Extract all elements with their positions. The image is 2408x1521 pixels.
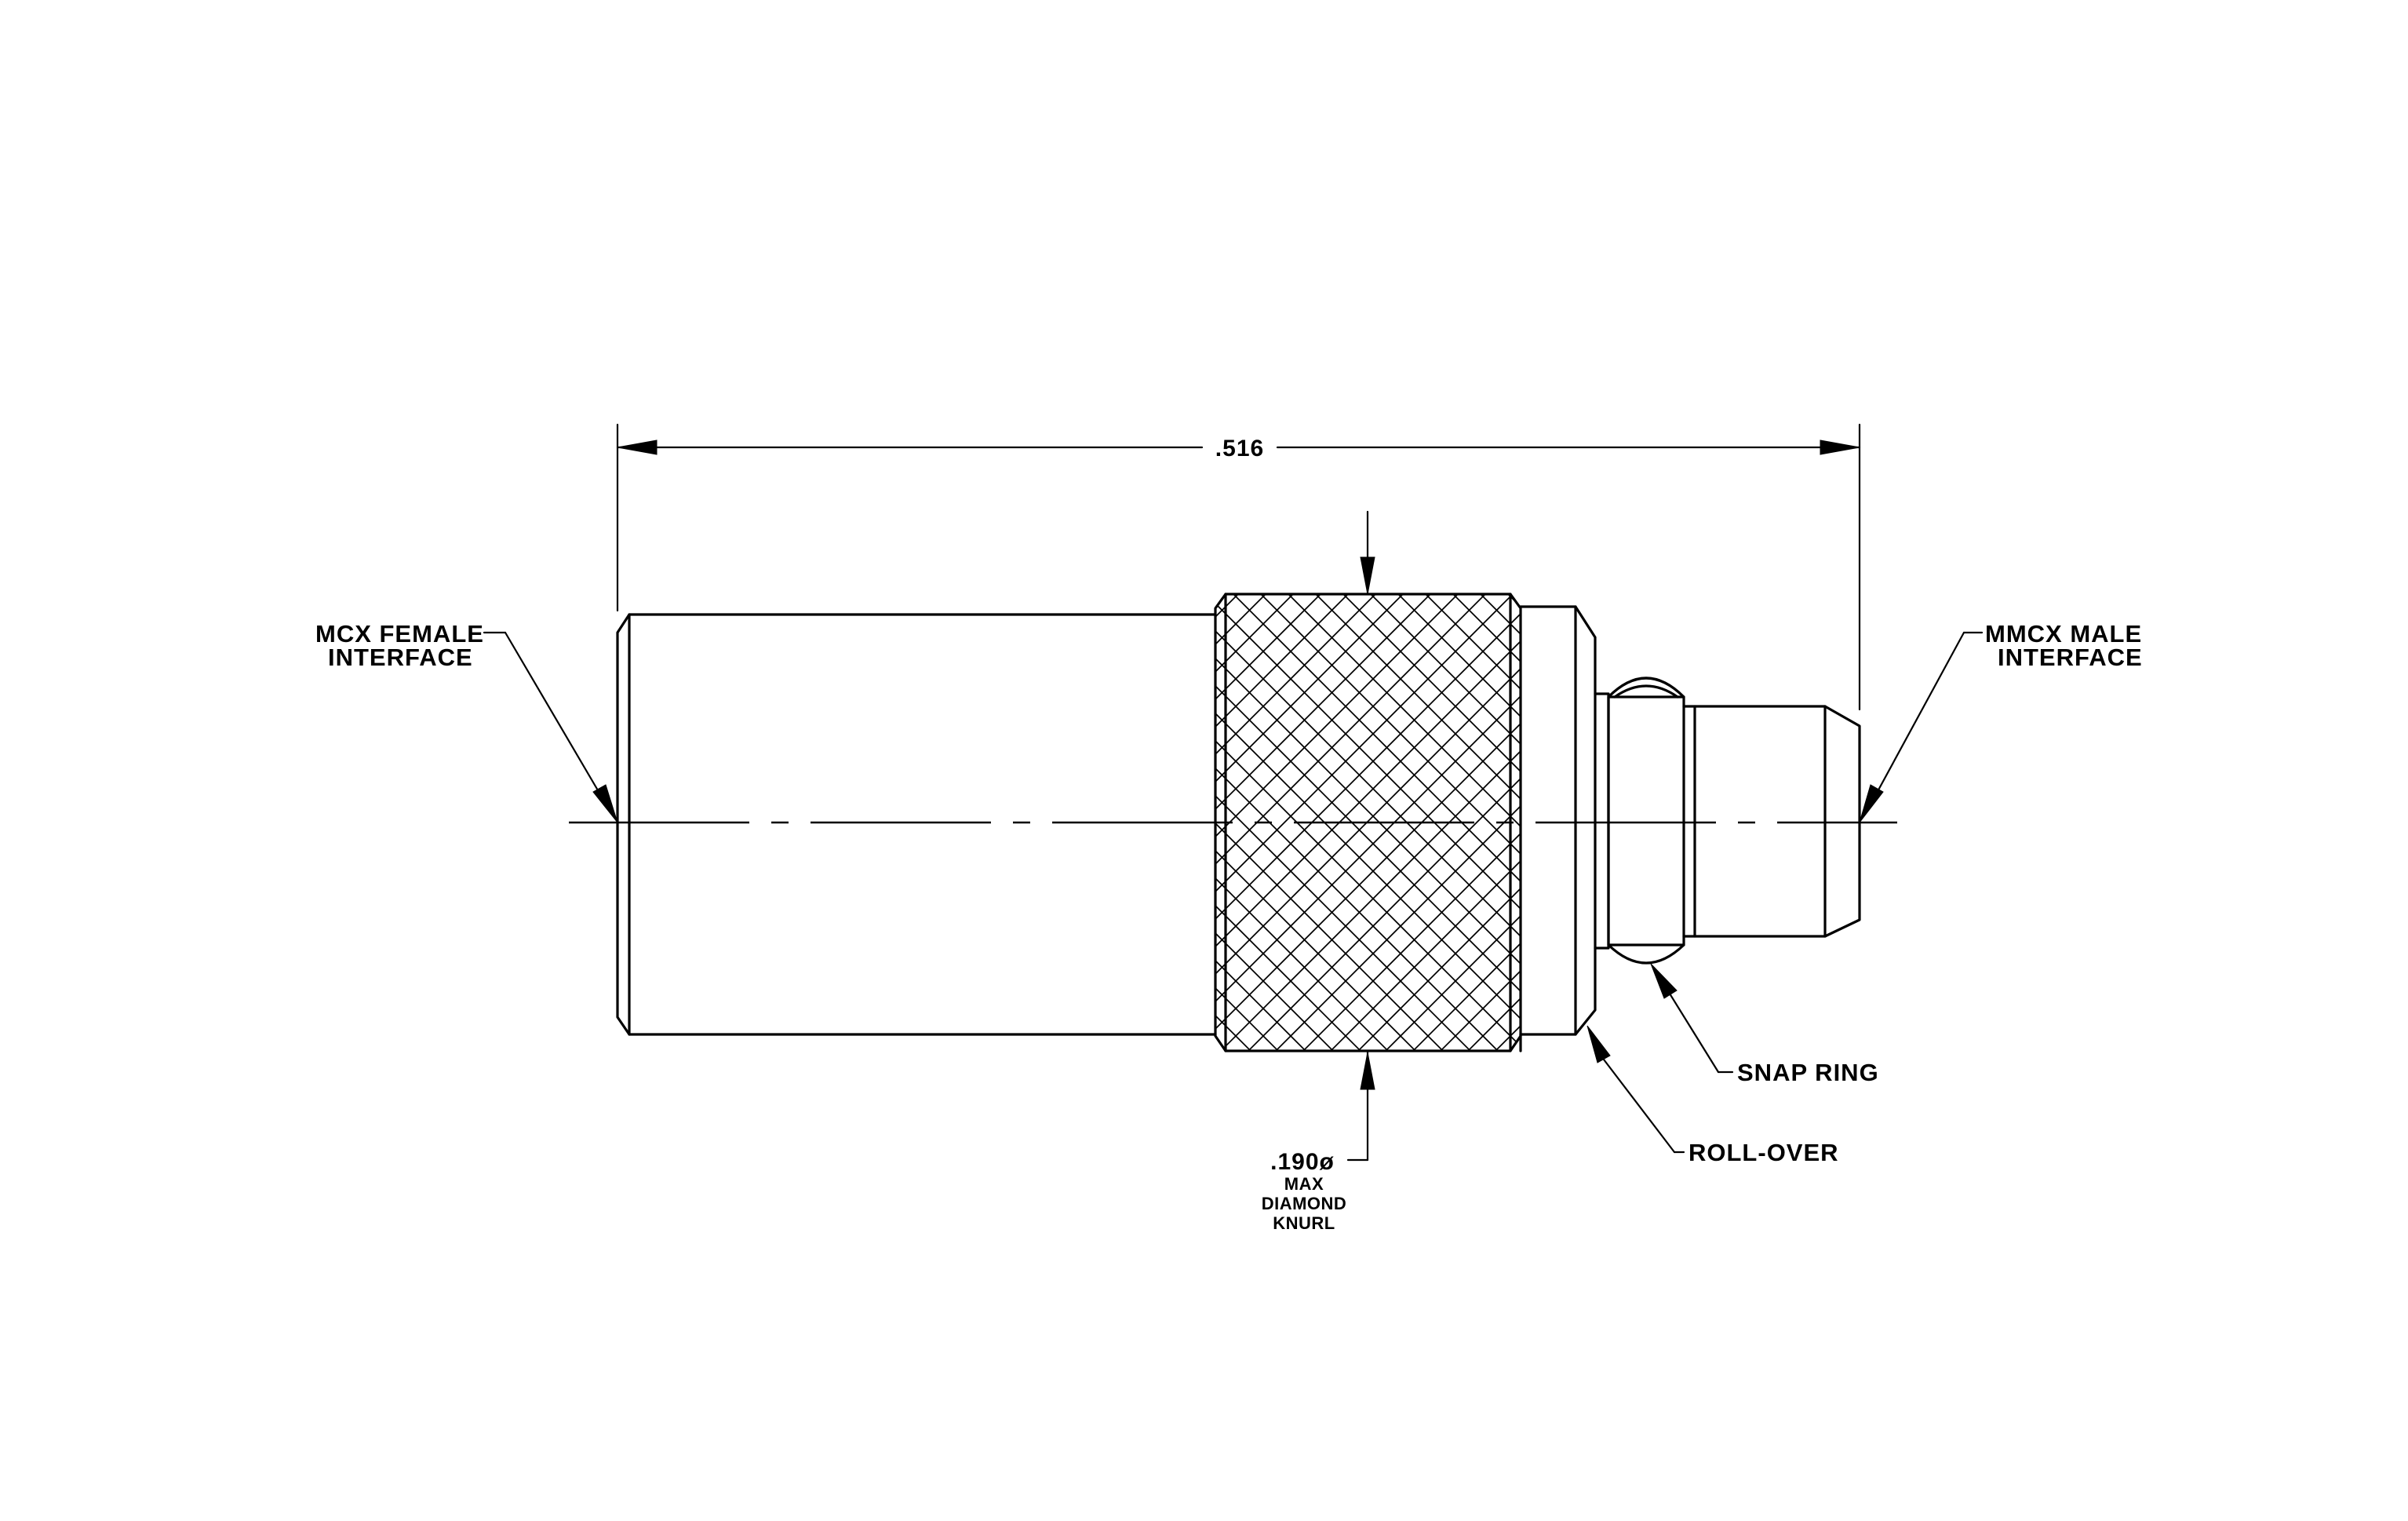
mmcx-male-arrow — [1859, 784, 1884, 823]
snap-ring-arrow — [1650, 963, 1678, 999]
overall-length-value: .516 — [1215, 436, 1264, 461]
mcx-female-label-line1: MCX FEMALE — [315, 620, 484, 647]
connector-body — [616, 593, 1861, 1052]
roll-over-label: ROLL-OVER — [1689, 1139, 1839, 1166]
mcx-female-arrow — [592, 784, 618, 823]
snap-ring-label: SNAP RING — [1737, 1059, 1879, 1086]
mmcx-male-tip — [1682, 705, 1696, 938]
knurl-arrow-bottom — [1360, 1052, 1375, 1090]
knurl-diameter-dimension: .190ø MAX DIAMOND KNURL — [1262, 510, 1375, 1233]
roll-over-callout: ROLL-OVER — [1587, 1025, 1839, 1166]
knurl-diameter-value: .190ø — [1270, 1149, 1335, 1175]
diamond-knurl-pattern — [1215, 594, 1521, 1051]
step-ring — [1594, 692, 1610, 950]
mmcx-male-label-line2: INTERFACE — [1998, 644, 2143, 671]
knurl-note-max: MAX — [1284, 1174, 1324, 1194]
roll-over-section — [1519, 605, 1597, 1036]
dimension-arrow-right — [1820, 440, 1860, 455]
mmcx-male-callout: MMCX MALE INTERFACE — [1859, 620, 2143, 823]
snap-ring — [1607, 677, 1685, 965]
dimension-arrow-left — [617, 440, 658, 455]
left-barrel — [616, 613, 1217, 1036]
knurl-note-diamond: DIAMOND — [1262, 1194, 1347, 1213]
knurl-arrow-top — [1360, 556, 1375, 595]
mmcx-tip-body — [1693, 705, 1861, 938]
snap-ring-callout: SNAP RING — [1650, 963, 1879, 1086]
mcx-female-label-line2: INTERFACE — [328, 644, 473, 671]
overall-length-dimension: .516 — [616, 423, 1861, 711]
mmcx-male-label-line1: MMCX MALE — [1985, 620, 2142, 647]
mcx-female-callout: MCX FEMALE INTERFACE — [315, 620, 618, 823]
knurl-note-knurl: KNURL — [1273, 1213, 1335, 1233]
roll-over-arrow — [1587, 1025, 1611, 1063]
